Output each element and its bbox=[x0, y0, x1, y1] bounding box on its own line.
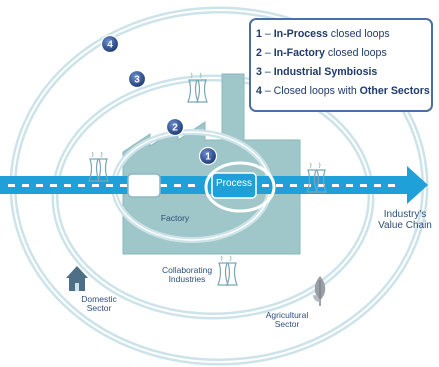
loop-3-ring-highlight bbox=[54, 77, 372, 317]
value-chain-label: Industry's Value Chain bbox=[372, 209, 438, 231]
collaborating-industries-line1: Collaborating bbox=[161, 265, 213, 275]
value-chain-label-line2: Value Chain bbox=[378, 219, 432, 231]
factory-label: Factory bbox=[160, 213, 190, 223]
legend-item-3-sep: – bbox=[261, 66, 274, 78]
agricultural-sector-line1: Agricultural bbox=[265, 310, 309, 320]
domestic-sector-label: Domestic Sector bbox=[74, 295, 124, 313]
legend-item-4-sep: – Closed loops with bbox=[261, 85, 360, 97]
legend-item-2-text: closed loops bbox=[324, 47, 387, 59]
collaborating-industries-line2: Industries bbox=[168, 273, 206, 284]
cooling-tower-icon bbox=[306, 162, 327, 193]
plant-icon bbox=[313, 276, 326, 306]
legend-item-2-bold: In-Factory bbox=[273, 47, 325, 59]
legend-item-1: 1 – In-Process closed loops bbox=[256, 25, 431, 44]
house-icon bbox=[66, 266, 88, 291]
loop-marker-3-label: 3 bbox=[134, 75, 140, 86]
agricultural-sector-label: Agricultural Sector bbox=[255, 311, 319, 329]
legend-item-4: 4 – Closed loops with Other Sectors bbox=[256, 82, 431, 101]
legend-item-2-sep: – bbox=[261, 47, 274, 59]
legend-box: 1 – In-Process closed loops 2 – In-Facto… bbox=[249, 18, 433, 112]
legend-item-4-bold: Other Sectors bbox=[359, 85, 430, 97]
cooling-tower-icon bbox=[187, 72, 208, 103]
cooling-tower-icon bbox=[217, 255, 238, 286]
loop-marker-4: 4 bbox=[100, 34, 120, 54]
legend-item-1-text: closed loops bbox=[327, 28, 390, 40]
legend-item-1-sep: – bbox=[261, 28, 274, 40]
collaborating-industries-label: Collaborating Industries bbox=[154, 266, 220, 284]
legend-item-1-number: 1 bbox=[256, 28, 262, 40]
process-label: Process bbox=[215, 178, 253, 189]
legend-item-3-number: 3 bbox=[256, 66, 262, 78]
loop-marker-2-label: 2 bbox=[172, 123, 178, 134]
agricultural-sector-line2: Sector bbox=[274, 318, 300, 329]
legend-item-2: 2 – In-Factory closed loops bbox=[256, 44, 431, 63]
value-chain-dashes bbox=[8, 184, 395, 187]
value-chain-arrow-head bbox=[407, 166, 428, 204]
loop-marker-4-label: 4 bbox=[107, 40, 113, 51]
cooling-tower-icon bbox=[88, 151, 109, 182]
process-box bbox=[211, 172, 257, 199]
value-chain-label-line1: Industry's bbox=[383, 209, 427, 220]
legend-item-4-number: 4 bbox=[256, 85, 262, 97]
legend-item-3-bold: Industrial Symbiosis bbox=[273, 66, 378, 78]
factory-box bbox=[127, 173, 161, 198]
legend-item-2-number: 2 bbox=[256, 47, 262, 59]
loop-1-ring bbox=[204, 161, 276, 213]
legend-item-3: 3 – Industrial Symbiosis bbox=[256, 63, 431, 82]
loop-marker-2: 2 bbox=[165, 117, 185, 137]
loop-marker-1-label: 1 bbox=[205, 152, 211, 163]
domestic-sector-line2: Sector bbox=[86, 302, 112, 313]
domestic-sector-line1: Domestic bbox=[81, 294, 117, 304]
loop-marker-1: 1 bbox=[198, 146, 218, 166]
loop-marker-3: 3 bbox=[127, 69, 147, 89]
legend-item-1-bold: In-Process bbox=[273, 28, 328, 40]
